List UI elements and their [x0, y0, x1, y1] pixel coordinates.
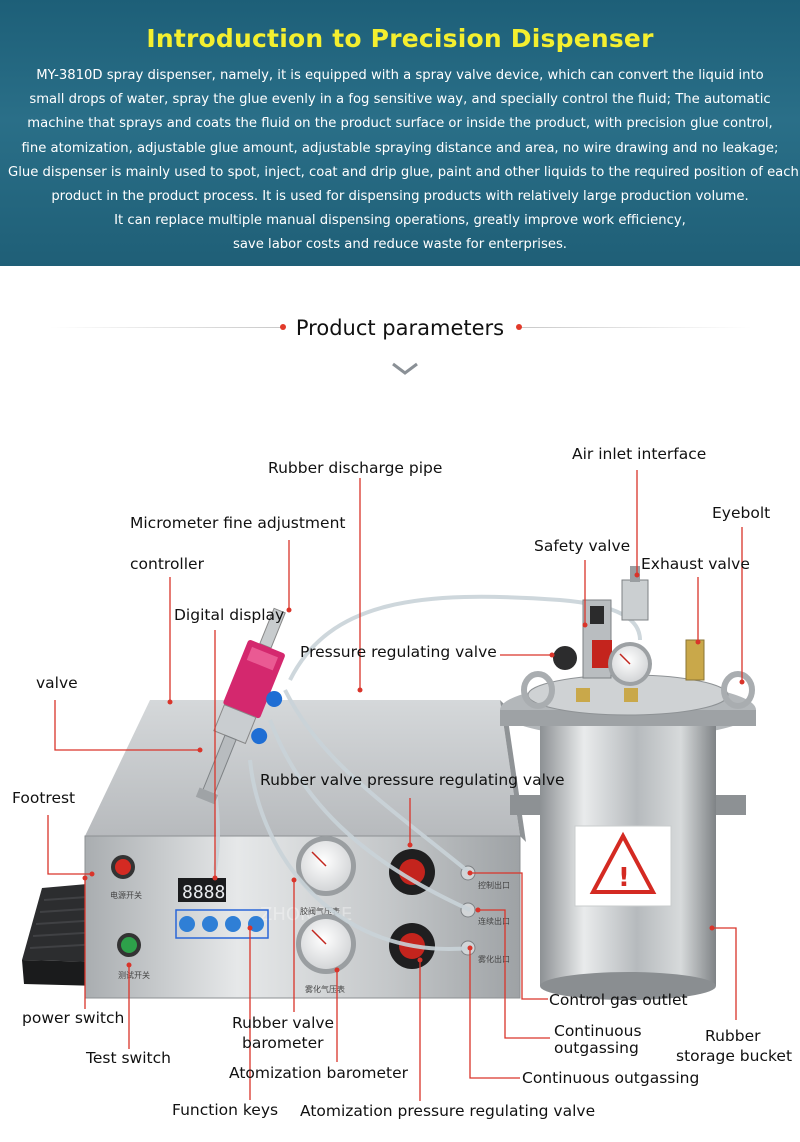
label-rubber-valve-pressure-regulating-valve: Rubber valve pressure regulating valve: [260, 771, 565, 789]
label-control-gas-outlet: Control gas outlet: [549, 991, 688, 1009]
label-rubber-discharge-pipe: Rubber discharge pipe: [268, 459, 443, 477]
label-pressure-regulating-valve: Pressure regulating valve: [300, 643, 497, 661]
intro-line: machine that sprays and coats the fluid …: [27, 116, 773, 132]
intro-line: fine atomization, adjustable glue amount…: [21, 140, 779, 156]
section-dot-right: [516, 324, 522, 330]
svg-text:连续出口: 连续出口: [478, 916, 510, 926]
label-digital-display: Digital display: [174, 606, 285, 624]
chevron-down-icon: [392, 362, 418, 375]
label-rubber-valve-barometer-1: Rubber valve: [232, 1014, 335, 1032]
label-continuous-outgassing-2: Continuous outgassing: [522, 1069, 700, 1087]
label-test-switch: Test switch: [86, 1049, 171, 1067]
label-rubber-storage-bucket-1: Rubber: [705, 1027, 761, 1045]
svg-text:控制出口: 控制出口: [478, 880, 510, 890]
intro-line: small drops of water, spray the glue eve…: [29, 92, 771, 108]
section-dot-left: [280, 324, 286, 330]
label-continuous-outgassing-1a: Continuous: [554, 1022, 642, 1040]
label-function-keys: Function keys: [172, 1101, 279, 1119]
callout-dots: [82, 572, 745, 973]
air-tubes: [213, 594, 642, 951]
svg-text:电源开关: 电源开关: [110, 890, 142, 900]
intro-paragraph: MY-3810D spray dispenser, namely, it is …: [8, 64, 799, 258]
svg-text:雾化出口: 雾化出口: [478, 954, 510, 964]
svg-text:!: !: [618, 863, 630, 893]
intro-line: Glue dispenser is mainly used to spot, i…: [8, 164, 799, 180]
label-power-switch: power switch: [22, 1009, 125, 1027]
callout-leaders: [47, 470, 743, 1101]
label-rubber-valve-barometer-2: barometer: [242, 1034, 324, 1052]
digital-display-readout: 8888: [182, 882, 225, 903]
svg-text:雾化气压表: 雾化气压表: [305, 984, 345, 994]
label-micrometer-fine-adjustment: Micrometer fine adjustment: [130, 514, 346, 532]
intro-line: MY-3810D spray dispenser, namely, it is …: [36, 68, 764, 83]
svg-text:测试开关: 测试开关: [118, 970, 150, 980]
label-controller: controller: [130, 555, 204, 573]
svg-text:胶阀气压表: 胶阀气压表: [300, 906, 340, 916]
intro-line: save labor costs and reduce waste for en…: [232, 237, 568, 253]
label-valve: valve: [36, 674, 78, 692]
label-safety-valve: Safety valve: [534, 537, 631, 555]
intro-banner: Introduction to Precision Dispenser MY-3…: [0, 0, 800, 266]
intro-line: product in the product process. It is us…: [51, 189, 749, 205]
label-continuous-outgassing-1b: outgassing: [554, 1039, 639, 1057]
spray-valve: [195, 607, 286, 805]
label-rubber-storage-bucket-2: storage bucket: [676, 1047, 793, 1065]
label-atomization-pressure-regulating-valve: Atomization pressure regulating valve: [300, 1102, 596, 1120]
intro-line: It can replace multiple manual dispensin…: [114, 213, 686, 229]
section-divider-left: [50, 327, 282, 328]
label-air-inlet-interface: Air inlet interface: [572, 445, 707, 463]
label-footrest: Footrest: [12, 789, 76, 807]
label-exhaust-valve: Exhaust valve: [641, 555, 750, 573]
rubber-storage-tank: !: [500, 566, 756, 1000]
label-eyebolt: Eyebolt: [712, 504, 771, 522]
label-atomization-barometer: Atomization barometer: [229, 1064, 409, 1082]
controller-box: ZHONGHE 电源开关 测试开关 8888 胶阀气压表 雾化气压表 控制出口 …: [84, 700, 526, 999]
banner-title: Introduction to Precision Dispenser: [146, 24, 654, 53]
section-title: Product parameters: [295, 316, 505, 340]
